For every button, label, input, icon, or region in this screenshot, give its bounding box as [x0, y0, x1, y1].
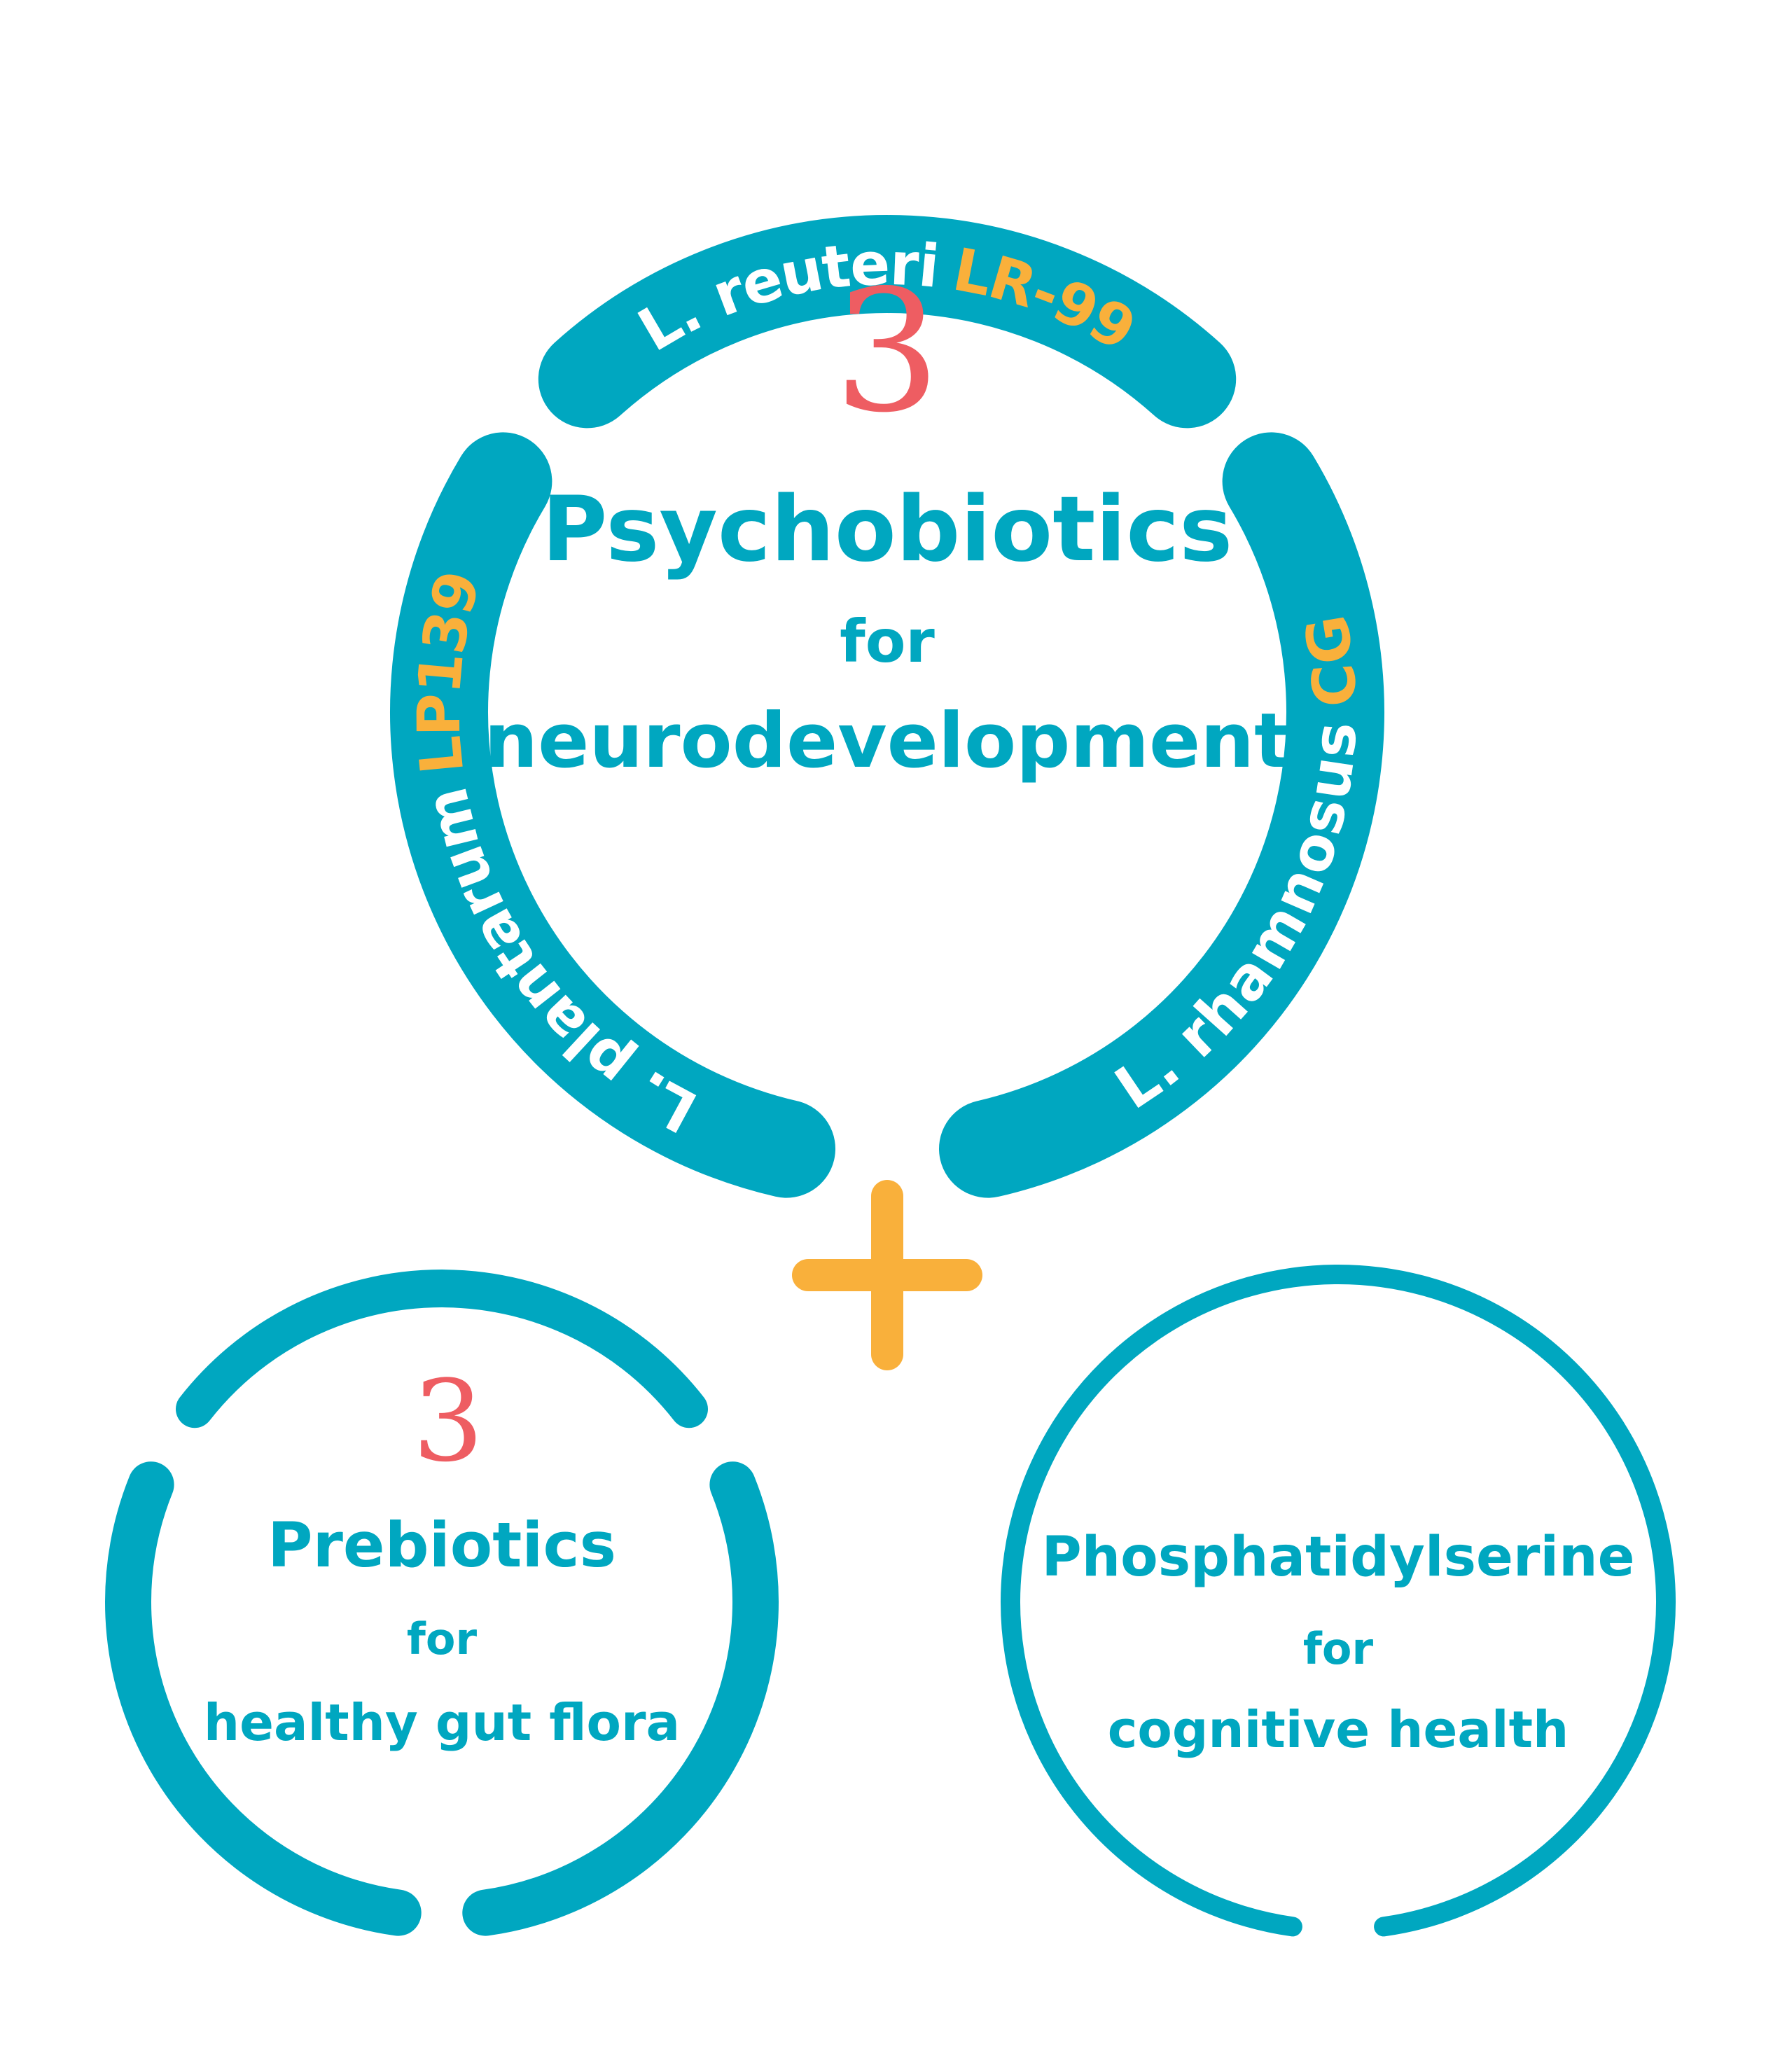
psychobiotics-purpose: neurodevelopment [484, 697, 1291, 785]
prebiotics-purpose: healthy gut flora [204, 1693, 680, 1752]
phosphatidylserine-arc [1001, 1264, 1676, 1937]
phosphatidylserine-connector: for [1303, 1623, 1374, 1674]
phosphatidylserine-title: Phosphatidylserine [1041, 1526, 1634, 1589]
psychobiotics-title: Psychobiotics [542, 478, 1233, 582]
psychobiotics-arc-left [390, 432, 835, 1198]
prebiotics-connector: for [407, 1613, 478, 1664]
strain-code: CG [1292, 611, 1370, 709]
prebiotics-arc-top [176, 1270, 708, 1428]
psychobiotics-count: 3 [834, 253, 941, 450]
psychobiotics-arc-right [939, 432, 1384, 1198]
prebiotics-title: Prebiotics [267, 1509, 616, 1581]
phosphatidylserine-purpose: cognitive health [1108, 1700, 1569, 1759]
prebiotics-group: 3 Prebiotics for healthy gut flora [204, 1356, 680, 1752]
prebiotics-arc-left [105, 1461, 422, 1936]
psychobiotics-arc-top [538, 215, 1237, 429]
psychobiotics-connector: for [840, 607, 935, 676]
prebiotics-count: 3 [412, 1356, 484, 1487]
phosphatidylserine-group: Phosphatidylserine for cognitive health [1041, 1526, 1634, 1759]
plus-icon [792, 1180, 982, 1370]
prebiotics-arc-right [462, 1461, 779, 1936]
